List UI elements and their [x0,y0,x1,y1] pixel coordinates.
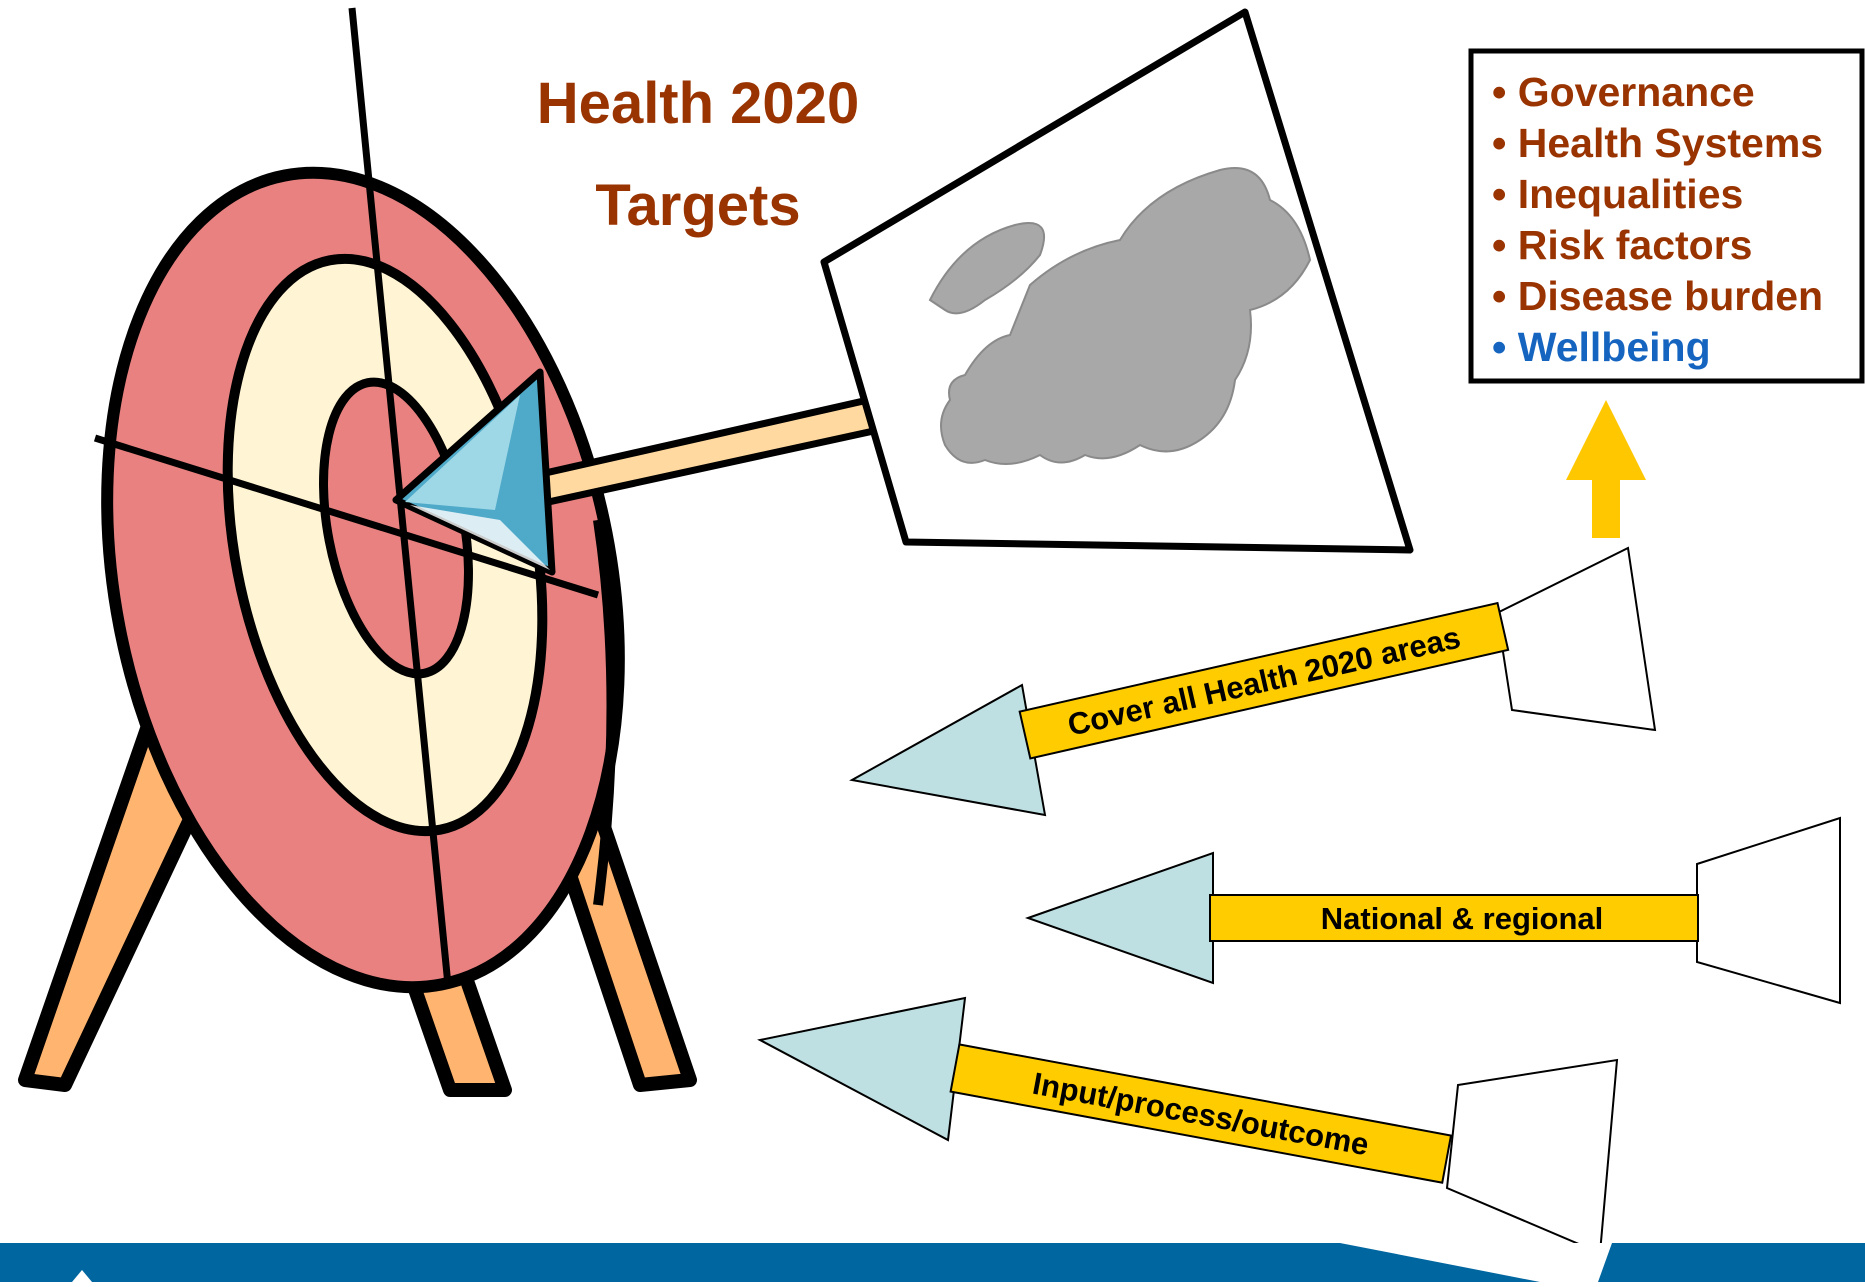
arrow-national-regional: National & regional [1024,816,1841,1005]
arrow-2-label: National & regional [1321,901,1603,936]
target-area-inequalities: • Inequalities [1492,171,1743,217]
arrowhead-light [405,395,520,510]
arrow-3-head [757,996,967,1142]
arrow-3-tail [1445,1058,1619,1255]
target-area-governance: • Governance [1492,69,1755,115]
arrow-with-map-icon [392,8,1414,576]
target-area-wellbeing: • Wellbeing [1492,324,1711,370]
arrow-2-head [1024,851,1214,985]
arrow-3-shaft [949,1043,1453,1184]
archery-target-icon [18,7,697,1097]
arrow-1-shaft [1018,601,1510,760]
arrow-input-process-outcome: Input/process/outcome [757,996,1619,1255]
arrow-2-shaft [1209,894,1699,942]
up-arrow-icon [1566,400,1646,538]
target-rim-edge [593,519,617,906]
arrow-1-head [849,683,1047,817]
arrow-2-tail [1696,816,1841,1005]
diagram-title-line1: Health 2020 [537,71,859,136]
europe-map-icon [928,167,1312,465]
target-areas-box: • Governance • Health Systems • Inequali… [1468,48,1865,384]
arrow-cover-all-areas: Cover all Health 2020 areas [849,546,1657,817]
diagram-title-line2: Targets [595,173,800,238]
target-area-health-systems: • Health Systems [1492,120,1823,166]
footer-band-accent [1340,1243,1612,1282]
arrow-1-label: Cover all Health 2020 areas [1064,620,1463,743]
target-area-risk-factors: • Risk factors [1492,222,1752,268]
arrowhead-shadow [410,505,550,570]
target-crossline-horizontal [93,434,600,599]
target-areas-frame [1468,48,1865,384]
footer-corner-mark [72,1270,92,1282]
arrow-1-tail [1495,546,1657,732]
target-area-disease-burden: • Disease burden [1492,273,1823,319]
